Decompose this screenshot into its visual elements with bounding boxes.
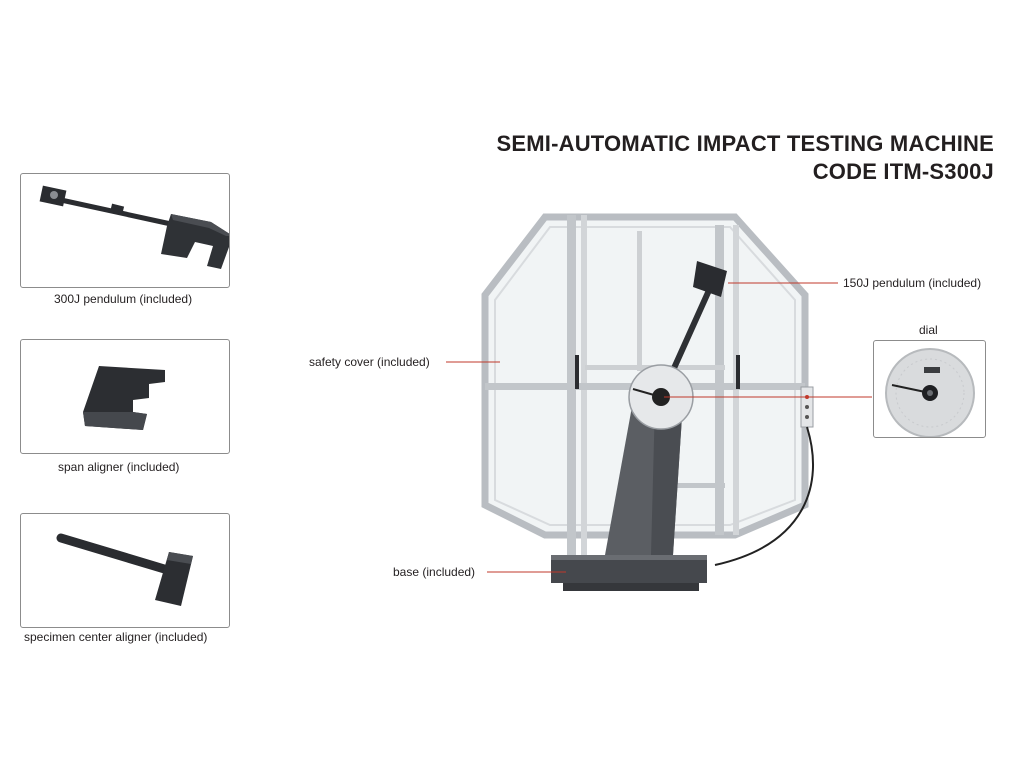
- dial-inset-card: [873, 340, 986, 438]
- caption-center-aligner: specimen center aligner (included): [24, 630, 208, 644]
- title-line-1: SEMI-AUTOMATIC IMPACT TESTING MACHINE: [496, 131, 994, 156]
- caption-300j-pendulum: 300J pendulum (included): [54, 292, 193, 306]
- callout-150j-pendulum: 150J pendulum (included): [843, 276, 982, 290]
- center-aligner-image: [56, 533, 193, 606]
- dial-label: dial: [919, 323, 938, 337]
- caption-span-aligner: span aligner (included): [58, 460, 180, 474]
- callout-base: base (included): [393, 565, 476, 579]
- span-aligner-image: [83, 366, 165, 430]
- title-line-2: CODE ITM-S300J: [812, 159, 994, 184]
- dial-closeup-image: [885, 348, 975, 437]
- 300j-pendulum-image: [39, 185, 229, 269]
- callout-safety-cover: safety cover (included): [309, 355, 430, 369]
- product-title: SEMI-AUTOMATIC IMPACT TESTING MACHINE CO…: [497, 130, 995, 186]
- accessory-card-center-aligner: [20, 513, 230, 628]
- impact-testing-machine-image: [481, 213, 814, 591]
- accessory-card-300j-pendulum: [20, 173, 230, 288]
- accessory-card-span-aligner: [20, 339, 230, 454]
